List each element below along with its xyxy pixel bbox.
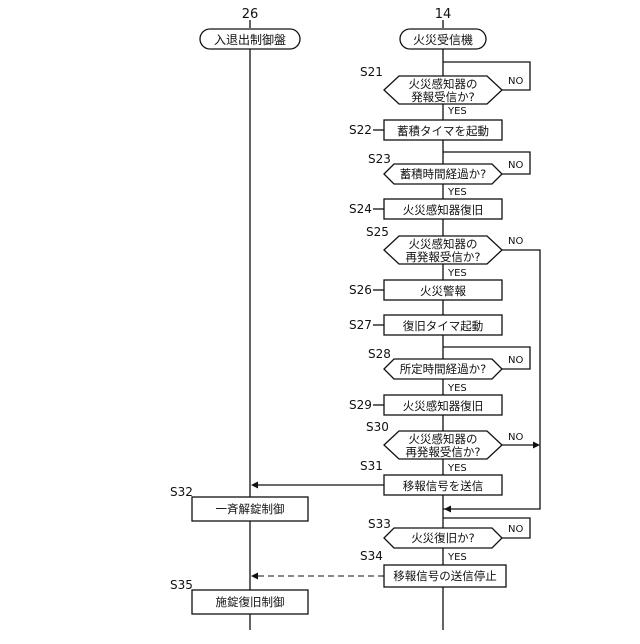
s23-no-label: NO bbox=[508, 160, 523, 171]
s34-label: 移報信号の送信停止 bbox=[393, 569, 497, 583]
s25-step-label: S25 bbox=[366, 225, 389, 239]
s33-step-label: S33 bbox=[368, 517, 391, 531]
s33-no-label: NO bbox=[508, 524, 523, 535]
s26-step-label: S26 bbox=[349, 283, 372, 297]
s33-yes-label: YES bbox=[447, 552, 467, 563]
s30-no-arrow bbox=[533, 442, 540, 449]
s22-step-label: S22 bbox=[349, 123, 372, 137]
s23-step-label: S23 bbox=[368, 152, 391, 166]
s21-yes-label: YES bbox=[447, 106, 467, 117]
s32-step-label: S32 bbox=[170, 485, 193, 499]
s32-label: 一斉解錠制御 bbox=[216, 502, 285, 516]
s25-no-label: NO bbox=[508, 236, 523, 247]
s30-line-2: 再発報受信か? bbox=[405, 445, 480, 459]
s28-no-label: NO bbox=[508, 355, 523, 366]
s26-label: 火災警報 bbox=[420, 284, 466, 298]
s30-line-1: 火災感知器の bbox=[409, 432, 478, 446]
s35-label: 施錠復旧制御 bbox=[216, 595, 285, 609]
s27-label: 復旧タイマ起動 bbox=[403, 319, 484, 333]
s30-no-label: NO bbox=[508, 432, 523, 443]
s31-signal-arrow bbox=[251, 482, 258, 489]
s29-step-label: S29 bbox=[349, 398, 372, 412]
s24-label: 火災感知器復旧 bbox=[403, 203, 484, 217]
s31-label: 移報信号を送信 bbox=[403, 479, 484, 493]
s22-label: 蓄積タイマを起動 bbox=[397, 124, 489, 138]
s25-yes-label: YES bbox=[447, 268, 467, 279]
s30-step-label: S30 bbox=[366, 420, 389, 434]
s35-step-label: S35 bbox=[170, 578, 193, 592]
s23-yes-label: YES bbox=[447, 187, 467, 198]
s21-no-label: NO bbox=[508, 76, 523, 87]
s34-signal-arrow bbox=[251, 573, 258, 580]
s21-line-2: 発報受信か? bbox=[411, 90, 475, 104]
left-lane-ref: 26 bbox=[242, 7, 259, 22]
s28-line-1: 所定時間経過か? bbox=[400, 362, 487, 376]
s31-step-label: S31 bbox=[360, 459, 383, 473]
merge-arrow bbox=[444, 506, 451, 513]
s29-label: 火災感知器復旧 bbox=[403, 399, 484, 413]
s30-yes-label: YES bbox=[447, 463, 467, 474]
s21-line-1: 火災感知器の bbox=[409, 77, 478, 91]
s25-line-2: 再発報受信か? bbox=[405, 250, 480, 264]
s24-step-label: S24 bbox=[349, 202, 372, 216]
s21-step-label: S21 bbox=[360, 65, 383, 79]
s28-step-label: S28 bbox=[368, 347, 391, 361]
s28-yes-label: YES bbox=[447, 383, 467, 394]
s34-step-label: S34 bbox=[360, 549, 383, 563]
right-lane-ref: 14 bbox=[435, 7, 452, 22]
s25-line-1: 火災感知器の bbox=[409, 237, 478, 251]
s33-line-1: 火災復旧か? bbox=[411, 531, 475, 545]
left-lane-title: 入退出制御盤 bbox=[214, 32, 286, 47]
s23-line-1: 蓄積時間経過か? bbox=[400, 167, 487, 181]
right-lane-title: 火災受信機 bbox=[413, 32, 473, 47]
s27-step-label: S27 bbox=[349, 318, 372, 332]
